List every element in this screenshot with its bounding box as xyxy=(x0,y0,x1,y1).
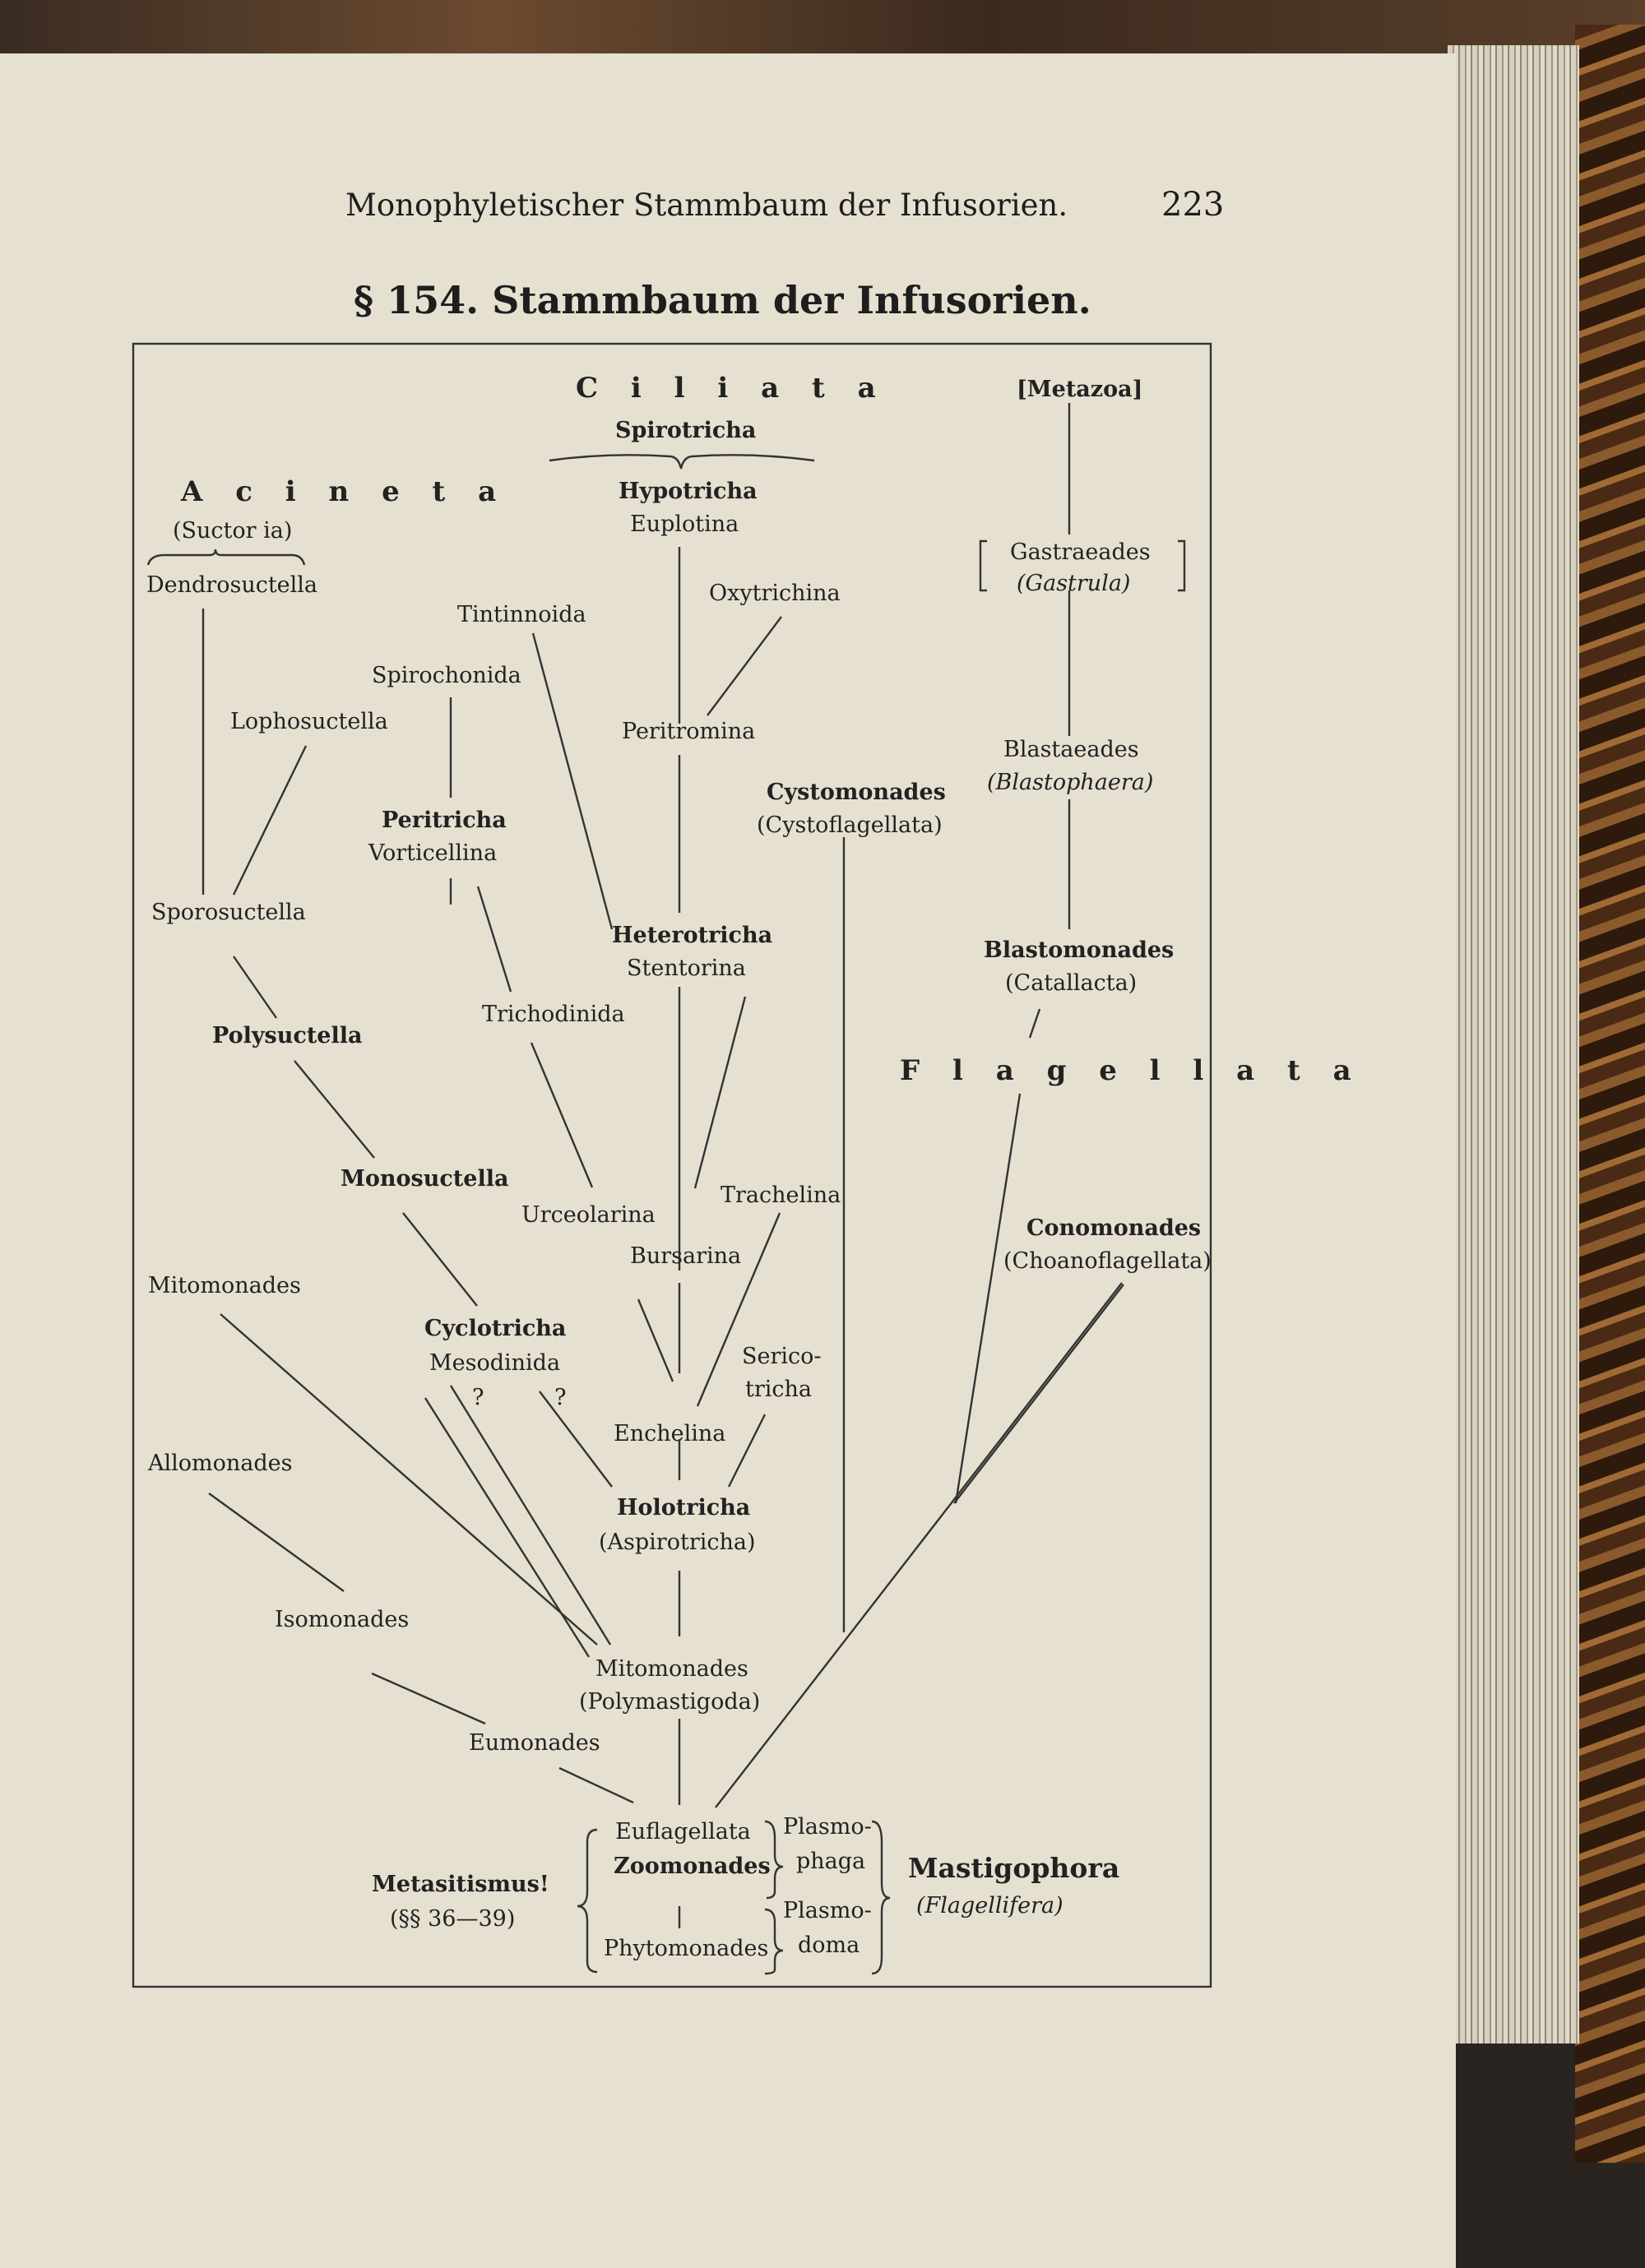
allomonades-label: Allomonades xyxy=(148,1451,293,1476)
blastaeades-label: Blastaeades xyxy=(1003,737,1139,762)
vorticellina-label: Vorticellina xyxy=(368,840,498,866)
plasmodoma-label-1: Plasmo- xyxy=(783,1898,872,1923)
flagellata-label: F l a g e l l a t a xyxy=(900,1054,1363,1087)
choanoflagellata-label: (Choanoflagellata) xyxy=(1003,1248,1212,1274)
sericotricha-label-1: Serico- xyxy=(742,1344,822,1369)
spirochonida-label: Spirochonida xyxy=(372,663,521,688)
trachelina-label: Trachelina xyxy=(721,1183,841,1208)
heterotricha-label: Heterotricha xyxy=(612,923,773,948)
blastophaera-label: (Blastophaera) xyxy=(987,770,1154,795)
mastigophora-label: Mastigophora xyxy=(908,1852,1120,1884)
ciliata-label: C i l i a t a xyxy=(576,372,887,405)
paragraphs-label: (§§ 36—39) xyxy=(390,1906,516,1932)
tintinnoida-label: Tintinnoida xyxy=(457,602,586,627)
mesodinida-label: Mesodinida xyxy=(429,1350,561,1376)
mitomonades-center-label: Mitomonades xyxy=(595,1656,748,1682)
page-edges xyxy=(1448,45,1579,2044)
mitomonades-left-label: Mitomonades xyxy=(148,1273,301,1298)
book-cover-top xyxy=(0,0,1645,58)
peritromina-label: Peritromina xyxy=(622,719,756,744)
cyclotricha-label: Cyclotricha xyxy=(424,1316,567,1341)
flagellifera-label: (Flagellifera) xyxy=(916,1893,1063,1919)
spirotricha-brace xyxy=(549,454,815,470)
oxytrichina-label: Oxytrichina xyxy=(709,581,841,606)
sporosuctella-label: Sporosuctella xyxy=(151,900,306,925)
lophosuctella-label: Lophosuctella xyxy=(230,709,388,734)
dendrosuctella-label: Dendrosuctella xyxy=(146,572,318,598)
gastrula-label: (Gastrula) xyxy=(1017,571,1131,596)
question-mark-1: ? xyxy=(472,1385,484,1410)
section-title: § 154. Stammbaum der Infusorien. xyxy=(354,278,1091,322)
metazoa-label: [Metazoa] xyxy=(1017,377,1143,402)
euplotina-label: Euplotina xyxy=(630,511,739,537)
suctoria-brace xyxy=(146,548,306,566)
book-page xyxy=(0,53,1456,2268)
enchelina-label: Enchelina xyxy=(614,1421,726,1446)
polysuctella-label: Polysuctella xyxy=(212,1023,363,1048)
spirotricha-label: Spirotricha xyxy=(615,418,757,443)
monosuctella-label: Monosuctella xyxy=(341,1166,509,1192)
aspirotricha-label: (Aspirotricha) xyxy=(599,1530,756,1555)
gastraeades-label: Gastraeades xyxy=(1010,539,1151,565)
trichodinida-label: Trichodinida xyxy=(482,1002,625,1027)
plasmophaga-label-2: phaga xyxy=(796,1849,866,1874)
sericotricha-label-2: tricha xyxy=(745,1377,812,1402)
page-number: 223 xyxy=(1161,186,1225,224)
plasmophaga-label-1: Plasmo- xyxy=(783,1814,872,1840)
zoomonades-label: Zoomonades xyxy=(614,1854,771,1879)
diagram-frame xyxy=(132,342,1212,1988)
running-title: Monophyletischer Stammbaum der Infusorie… xyxy=(345,187,1068,223)
stentorina-label: Stentorina xyxy=(627,956,746,981)
cystoflagellata-label: (Cystoflagellata) xyxy=(757,812,943,838)
catallacta-label: (Catallacta) xyxy=(1005,970,1138,996)
polymastigoda-label: (Polymastigoda) xyxy=(579,1689,761,1715)
plasmodoma-label-2: doma xyxy=(798,1932,860,1958)
hypotricha-label: Hypotricha xyxy=(619,479,758,504)
conomonades-label: Conomonades xyxy=(1026,1215,1202,1241)
suctoria-label: (Suctor ia) xyxy=(173,518,293,544)
blastomonades-label: Blastomonades xyxy=(984,937,1175,963)
euflagellata-label: Euflagellata xyxy=(615,1819,751,1844)
question-mark-2: ? xyxy=(554,1385,567,1410)
phytomonades-label: Phytomonades xyxy=(604,1936,769,1961)
peritricha-label: Peritricha xyxy=(382,808,507,833)
isomonades-label: Isomonades xyxy=(275,1607,410,1632)
urceolarina-label: Urceolarina xyxy=(521,1202,656,1228)
bursarina-label: Bursarina xyxy=(630,1243,742,1269)
holotricha-label: Holotricha xyxy=(617,1495,751,1520)
cystomonades-label: Cystomonades xyxy=(767,780,946,805)
marbled-cover-edge xyxy=(1575,25,1645,2163)
eumonades-label: Eumonades xyxy=(469,1730,600,1756)
metasitismus-label: Metasitismus! xyxy=(372,1872,549,1897)
acineta-label: A c i n e t a xyxy=(181,475,508,508)
